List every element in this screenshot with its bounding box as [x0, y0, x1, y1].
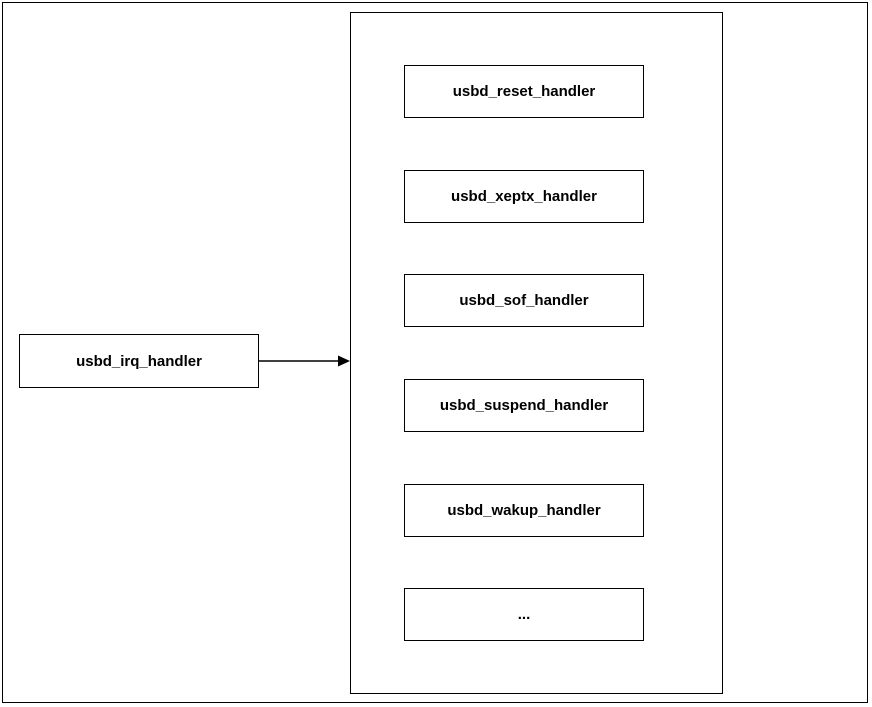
ellipsis-handler-box: ...	[404, 588, 644, 641]
sof-handler-box: usbd_sof_handler	[404, 274, 644, 327]
reset-handler-box: usbd_reset_handler	[404, 65, 644, 118]
xeptx-handler-box: usbd_xeptx_handler	[404, 170, 644, 223]
wakup-handler-box: usbd_wakup_handler	[404, 484, 644, 537]
handler-group-container	[350, 12, 723, 694]
irq-handler-box: usbd_irq_handler	[19, 334, 259, 388]
suspend-handler-box: usbd_suspend_handler	[404, 379, 644, 432]
